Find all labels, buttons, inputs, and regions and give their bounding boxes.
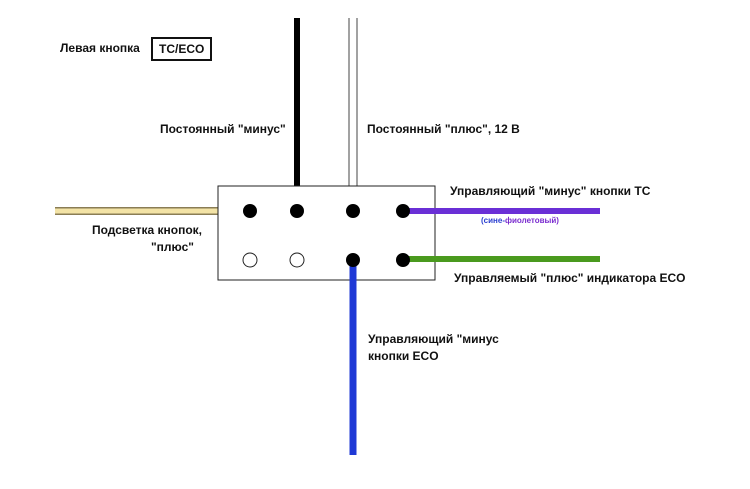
eco-minus-label: Управляющий "минус кнопки ECO bbox=[368, 331, 499, 365]
tc-note-part-b: фиолетовый) bbox=[504, 216, 559, 225]
backlight-label-line2: "плюс" bbox=[150, 240, 194, 254]
plus-wire bbox=[348, 18, 358, 211]
button-name-box: TC/ECO bbox=[151, 37, 213, 61]
backlight-label: Подсветка кнопок, "плюс" bbox=[82, 222, 202, 256]
tc-minus-label: Управляющий "минус" кнопки ТС bbox=[450, 184, 651, 198]
eco-minus-label-line1: Управляющий "минус bbox=[368, 332, 499, 346]
tc-note-part-a: (сине- bbox=[481, 216, 505, 225]
eco-minus-label-line2: кнопки ECO bbox=[368, 349, 439, 363]
backlight-label-line1: Подсветка кнопок, bbox=[91, 223, 202, 237]
pin-wired bbox=[346, 204, 360, 218]
pin-wired bbox=[396, 253, 410, 267]
pin-wired bbox=[290, 204, 304, 218]
plus-wire-label: Постоянный "плюс", 12 В bbox=[367, 122, 520, 136]
pin-empty bbox=[242, 252, 258, 268]
pin-empty bbox=[289, 252, 305, 268]
ground-wire-label: Постоянный "минус" bbox=[160, 122, 286, 136]
pin-wired bbox=[396, 204, 410, 218]
tc-minus-color-note: (сине-фиолетовый) bbox=[481, 216, 559, 226]
eco-plus-label: Управляемый "плюс" индикатора ECO bbox=[454, 271, 686, 285]
pin-wired bbox=[243, 204, 257, 218]
pin-wired bbox=[346, 253, 360, 267]
button-caption: Левая кнопка bbox=[60, 41, 140, 55]
